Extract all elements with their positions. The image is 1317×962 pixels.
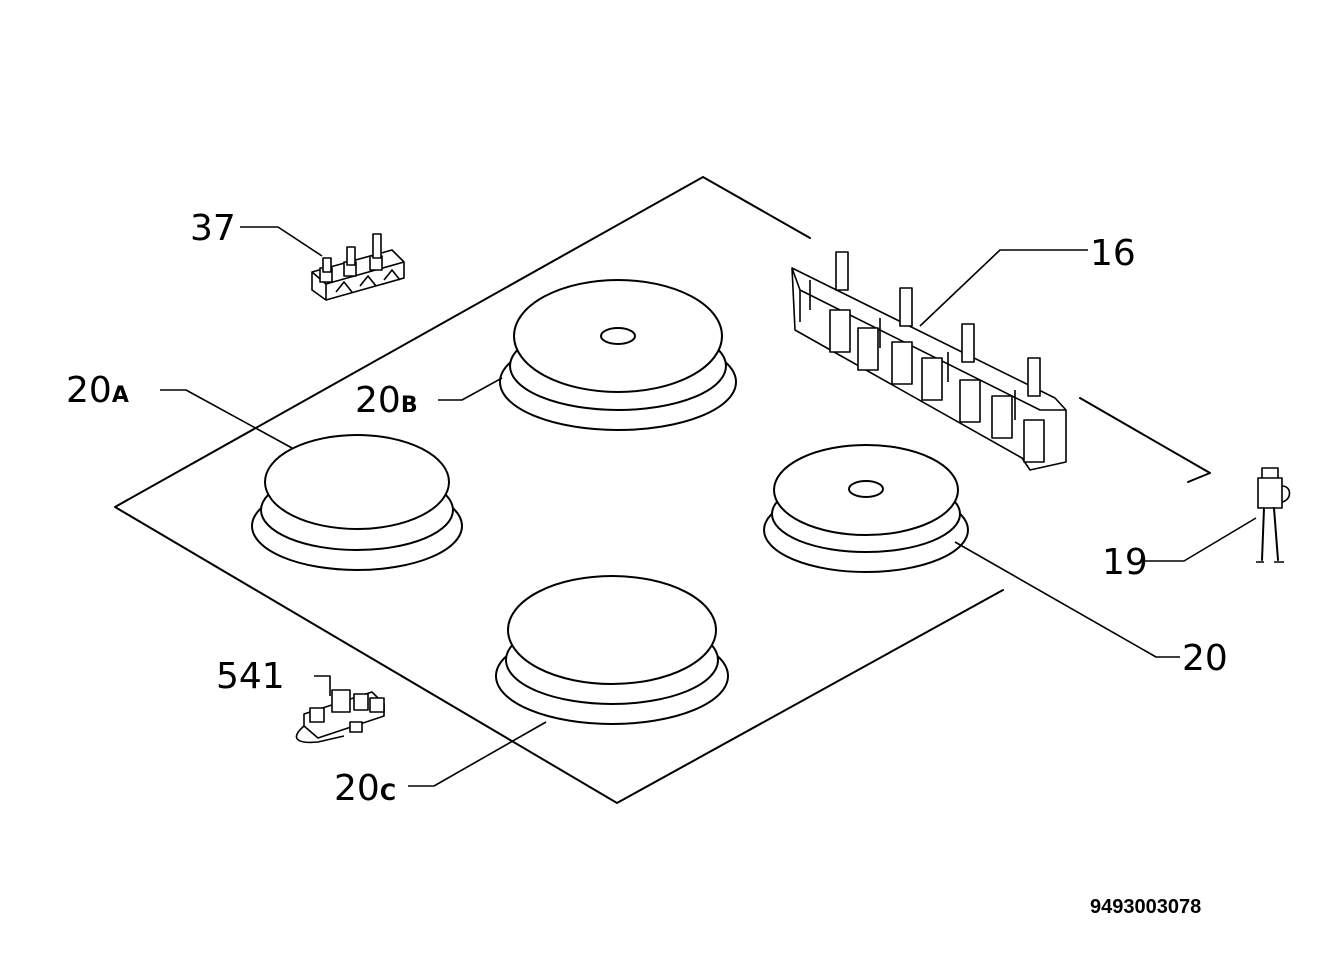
label-20: 20 bbox=[1182, 638, 1228, 679]
label-19: 19 bbox=[1102, 542, 1148, 583]
label-541: 541 bbox=[216, 656, 285, 697]
part-19-connector bbox=[1256, 467, 1291, 563]
hotplate-20 bbox=[763, 444, 969, 573]
diagram-code: 9493003078 bbox=[1090, 896, 1201, 918]
part-541-limiter bbox=[295, 675, 385, 744]
hotplate-20c bbox=[495, 575, 729, 725]
label-37: 37 bbox=[190, 208, 236, 249]
hotplate-20b bbox=[499, 279, 737, 431]
label-20a: 20A bbox=[66, 370, 129, 411]
part-37-switch-block bbox=[311, 233, 405, 301]
part-labels: 37 16 20A 20B 20 19 541 20C bbox=[66, 208, 1228, 809]
label-16: 16 bbox=[1090, 233, 1136, 274]
hob-panel-outline bbox=[114, 176, 1211, 804]
hotplate-20a bbox=[251, 434, 463, 571]
leader-lines bbox=[160, 226, 1257, 787]
label-20c: 20C bbox=[334, 768, 396, 809]
label-20b: 20B bbox=[355, 380, 418, 421]
part-16-regulator-row bbox=[791, 251, 1067, 471]
